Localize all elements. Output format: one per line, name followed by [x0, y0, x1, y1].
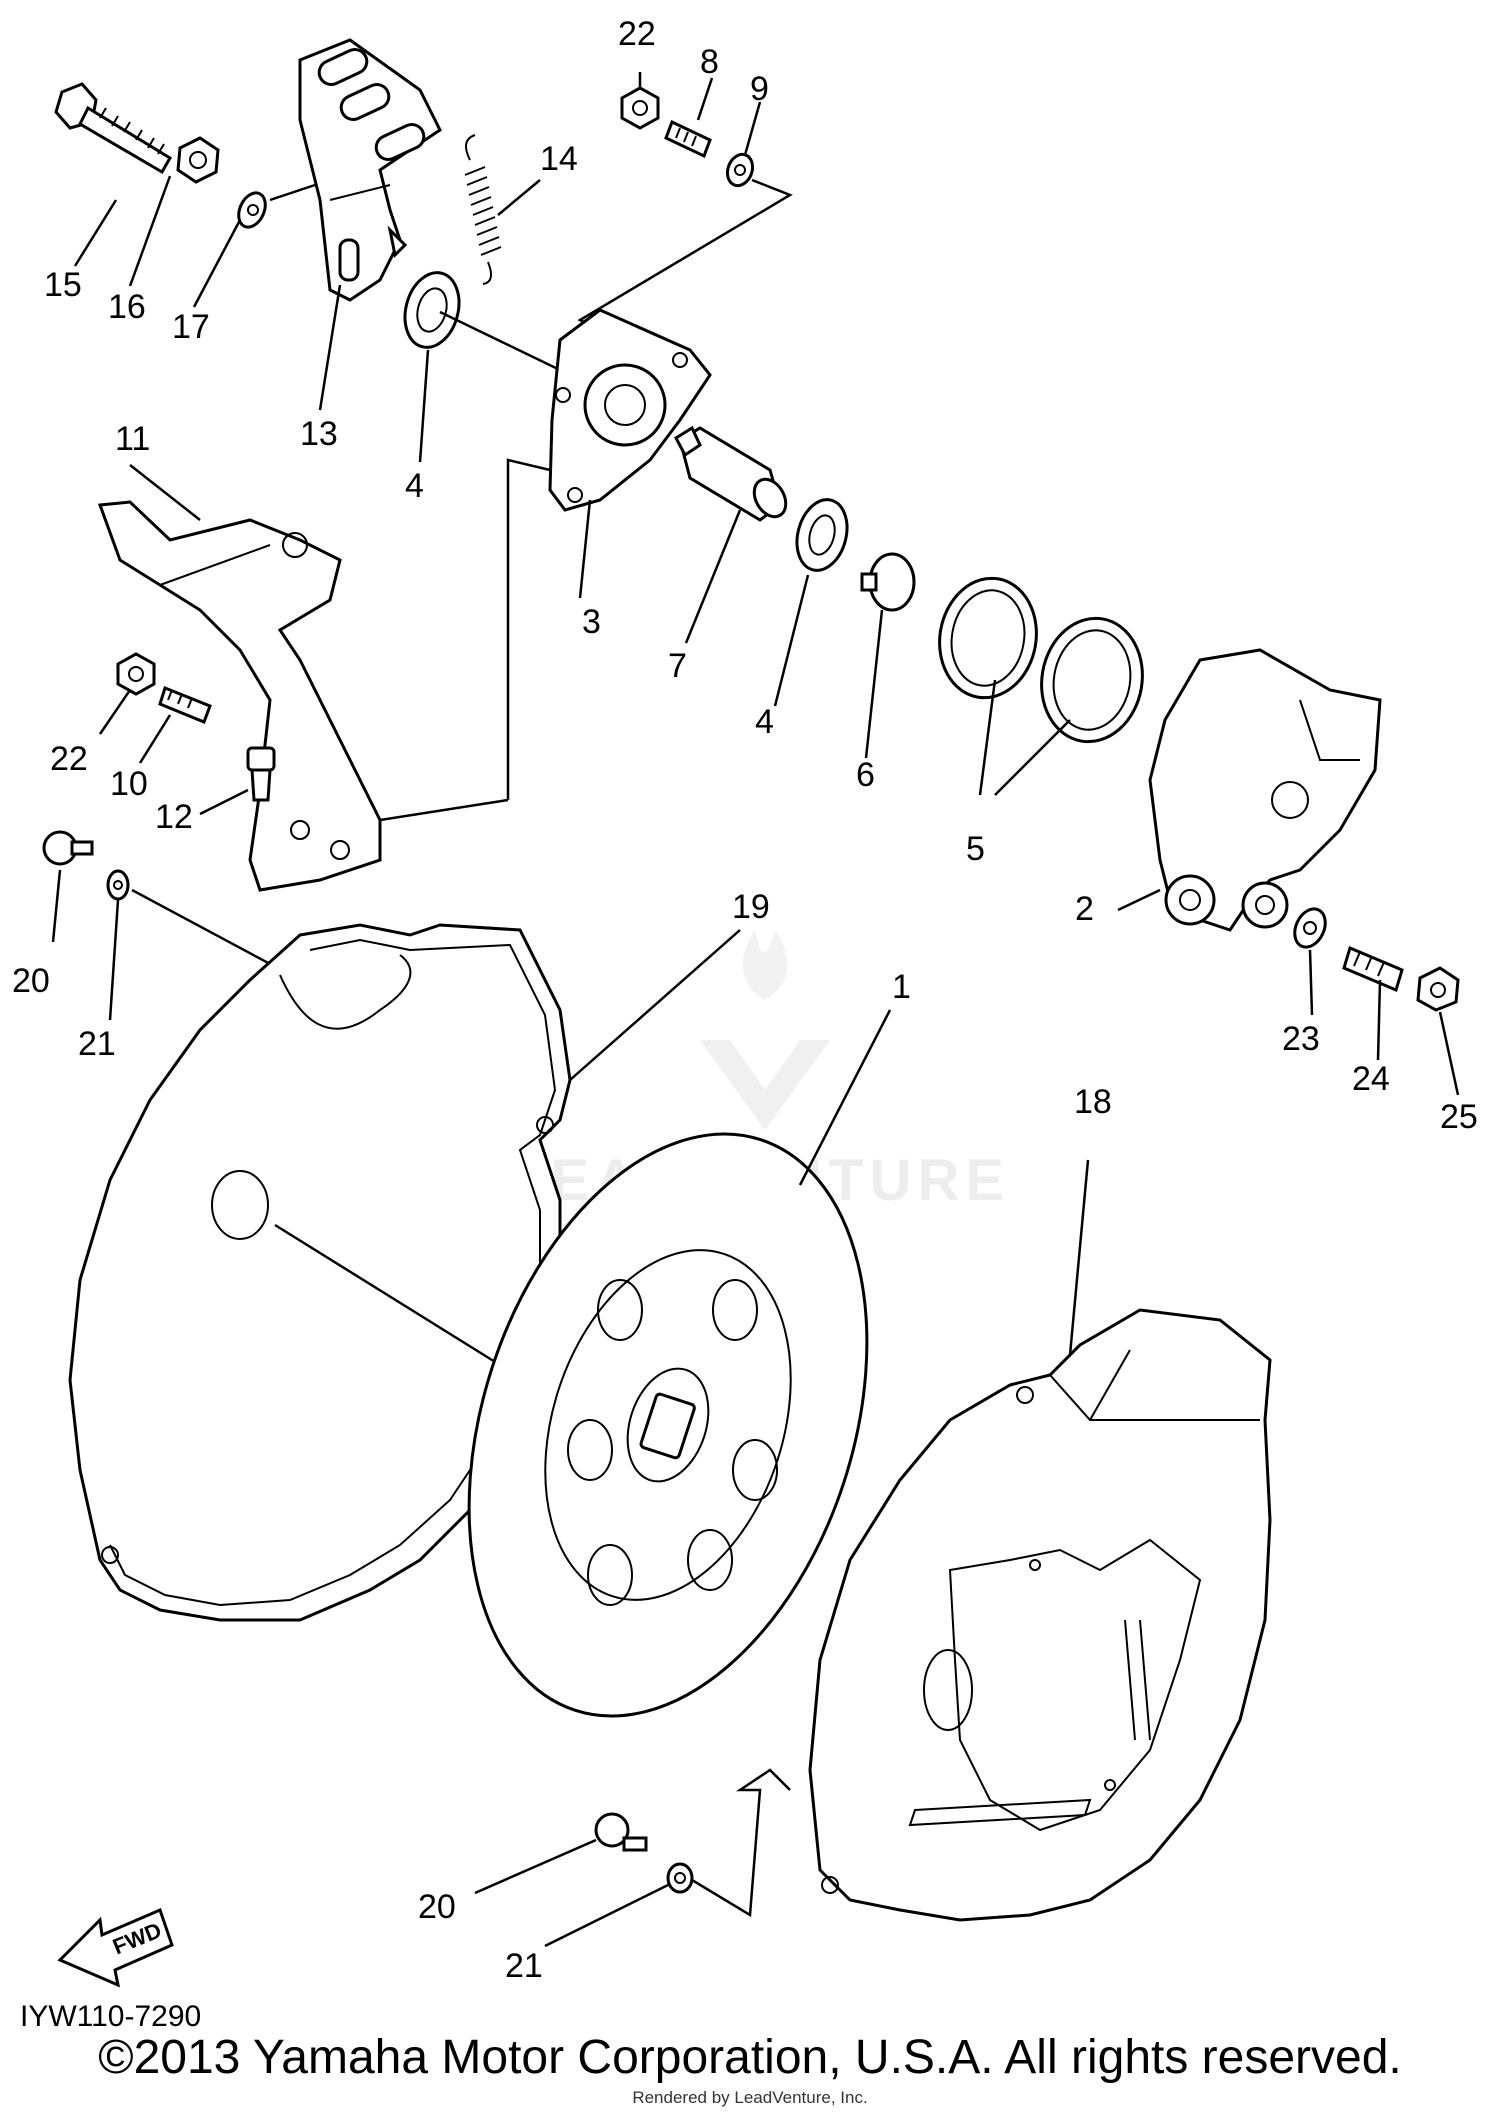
part-number-label: 16 — [108, 288, 146, 326]
part-number-label: 12 — [155, 798, 193, 836]
part-14-spring — [464, 134, 502, 285]
part-number-label: 21 — [505, 1947, 543, 1985]
part-number-label: 14 — [540, 140, 578, 178]
part-number-label: 13 — [300, 415, 338, 453]
part-number-label: 22 — [618, 15, 656, 53]
part-number-label: 4 — [755, 703, 774, 741]
part-7-cam — [674, 425, 788, 522]
part-21-washer-upper — [106, 869, 130, 901]
part-number-label: 18 — [1074, 1083, 1112, 1121]
part-21-washer-lower — [666, 1862, 694, 1894]
copyright-notice: ©2013 Yamaha Motor Corporation, U.S.A. A… — [98, 2031, 1402, 2084]
part-number-label: 25 — [1440, 1098, 1478, 1136]
part-number-labels: 1 2 3 4 4 5 6 7 8 9 10 11 12 13 14 15 16… — [12, 15, 1478, 1985]
part-number-label: 11 — [115, 420, 150, 458]
part-number-label: 19 — [732, 888, 770, 926]
rendered-by-credit: Rendered by LeadVenture, Inc. — [632, 2088, 868, 2107]
part-19-dust-cover — [68, 923, 572, 1622]
part-number-label: 10 — [110, 765, 148, 803]
part-number-label: 3 — [582, 603, 601, 641]
diagram-code: IYW110-7290 — [20, 2000, 201, 2033]
part-number-label: 7 — [668, 647, 687, 685]
part-10-stud — [158, 686, 212, 724]
fwd-arrow-icon: FWD — [57, 1907, 174, 1988]
part-5-pistons — [938, 576, 1144, 744]
part-number-label: 2 — [1075, 890, 1094, 928]
part-number-label: 4 — [405, 467, 424, 505]
part-20-bolt-upper — [42, 830, 94, 866]
part-number-label: 22 — [50, 740, 88, 778]
part-number-label: 20 — [12, 962, 50, 1000]
part-18-backing-plate — [808, 1308, 1272, 1922]
part-12-bolt — [246, 746, 276, 802]
part-6-pin — [860, 552, 916, 612]
part-number-label: 15 — [44, 266, 82, 304]
part-8-stud — [664, 119, 712, 159]
part-4-seal-lower — [795, 498, 849, 572]
part-23-washer — [1293, 907, 1327, 949]
part-9-washer — [725, 152, 755, 188]
part-20-bolt-lower — [594, 1812, 648, 1852]
part-number-label: 6 — [856, 756, 875, 794]
part-13-lever — [298, 38, 442, 302]
part-24-stud — [1342, 945, 1404, 993]
part-number-label: 24 — [1352, 1060, 1390, 1098]
part-22-nut-left — [116, 652, 156, 696]
part-22-nut-top — [620, 86, 660, 130]
part-number-label: 9 — [750, 70, 769, 108]
part-15-bolt — [54, 82, 173, 175]
part-3-bracket — [548, 308, 712, 512]
part-number-label: 1 — [892, 968, 911, 1006]
part-number-label: 8 — [700, 43, 719, 81]
part-number-label: 23 — [1282, 1020, 1320, 1058]
part-number-label: 20 — [418, 1888, 456, 1926]
part-number-label: 5 — [966, 830, 985, 868]
part-1-brake-disc — [467, 1132, 869, 1718]
part-number-label: 17 — [172, 308, 210, 346]
part-number-label: 21 — [78, 1025, 116, 1063]
part-16-nut — [176, 136, 220, 184]
part-25-nut — [1416, 966, 1460, 1012]
part-4-seal-upper — [403, 271, 461, 349]
part-2-caliper — [1148, 648, 1382, 932]
part-17-washer — [237, 191, 267, 229]
part-11-bracket — [97, 500, 382, 892]
